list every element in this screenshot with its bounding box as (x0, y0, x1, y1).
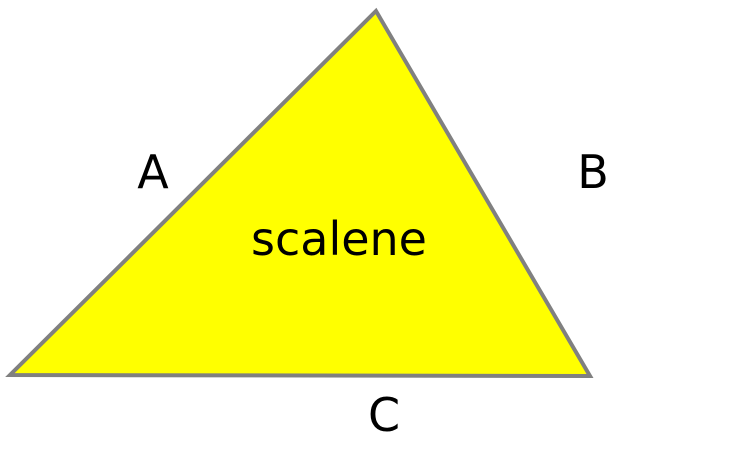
scalene-triangle (5, 7, 594, 379)
side-b-label: B (577, 145, 609, 199)
side-c-label: C (368, 388, 400, 442)
triangle-type-label: scalene (251, 212, 427, 266)
side-a-label: A (137, 145, 169, 199)
